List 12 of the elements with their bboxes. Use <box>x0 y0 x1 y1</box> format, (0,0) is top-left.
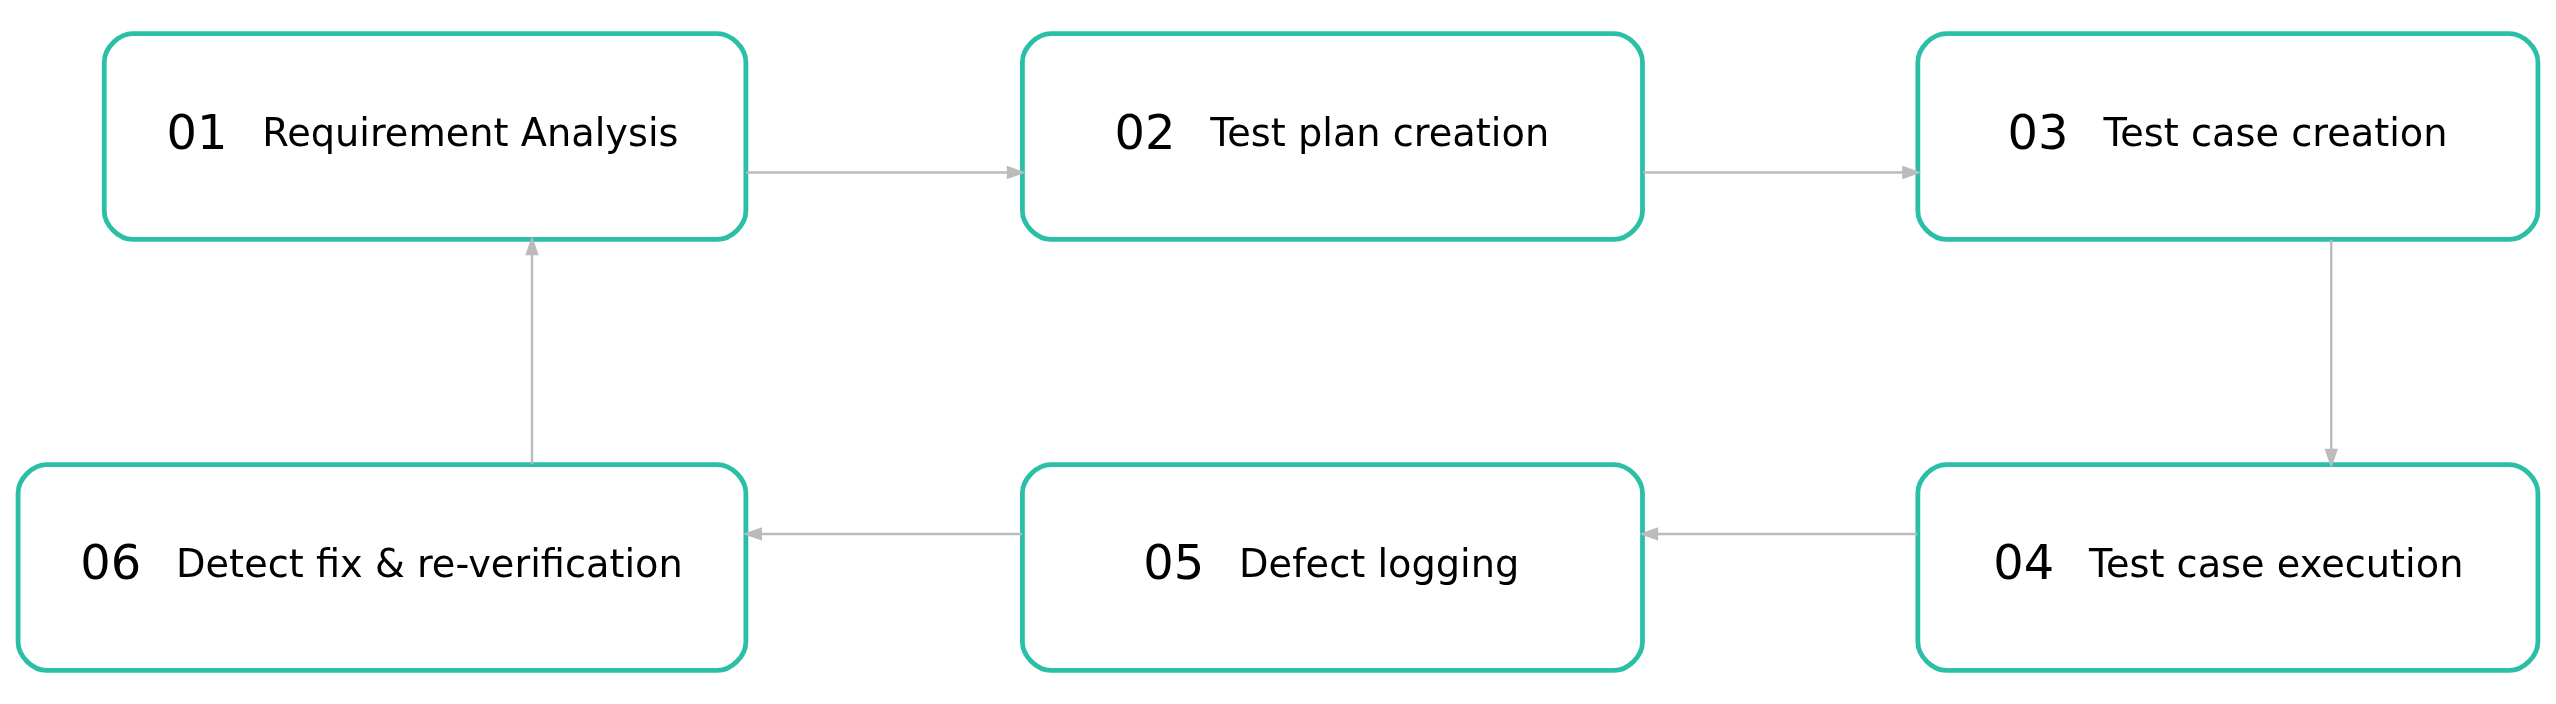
arrow <box>1643 165 1922 180</box>
node-box: 05 Defect logging <box>1020 462 1645 673</box>
arrow <box>742 527 1022 541</box>
node-box: 01 Requirement Analysis <box>101 31 749 242</box>
arrow <box>746 165 1026 180</box>
node-box: 02 Test plan creation <box>1020 31 1645 242</box>
arrow <box>2324 239 2338 468</box>
node-box: 06 Detect fix & re-verification <box>15 462 749 673</box>
arrow <box>1638 527 1918 541</box>
node-box: 03 Test case creation <box>1915 31 2541 242</box>
arrow <box>525 236 539 465</box>
node-box: 04 Test case execution <box>1915 462 2541 673</box>
